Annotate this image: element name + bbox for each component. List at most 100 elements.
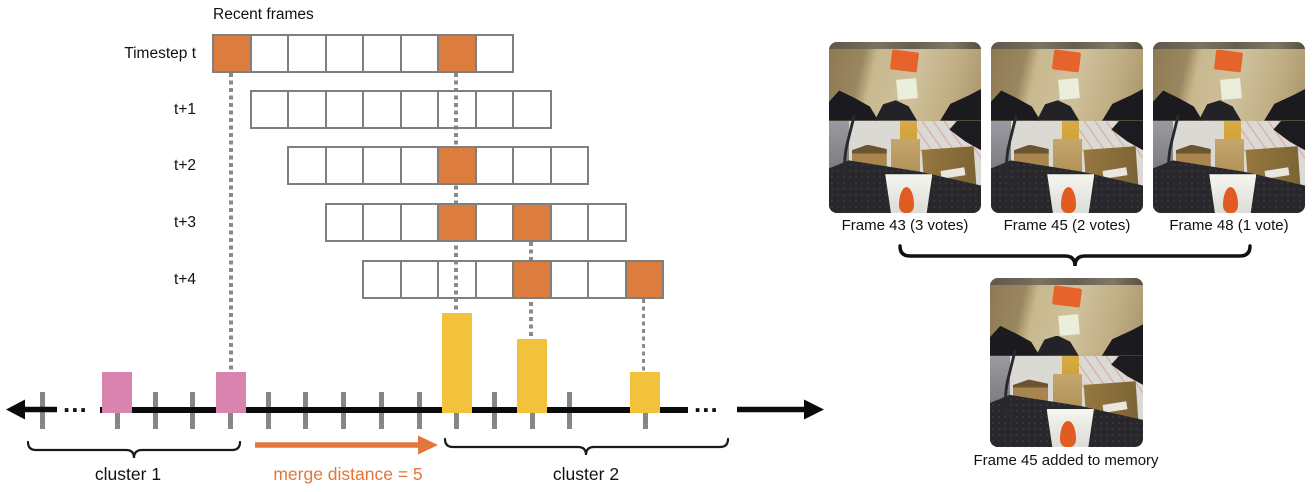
cluster2-brace	[443, 437, 730, 456]
frame-cell-empty	[512, 92, 550, 127]
cluster1-brace	[26, 440, 242, 459]
timeline-left-arrow-icon	[6, 399, 57, 420]
frame-cell-filled	[512, 262, 550, 297]
frame-cell-empty	[587, 205, 625, 240]
frame-cell-empty	[549, 205, 588, 240]
robot-gripper-center	[874, 100, 918, 121]
scene-bottom-camera-view	[991, 114, 1143, 213]
frame-cell-empty	[587, 262, 625, 297]
timeline-ellipsis-left: ...	[63, 388, 88, 418]
frame-cell-empty	[249, 36, 288, 71]
timeline-line	[100, 407, 688, 413]
dotted-connector-1	[454, 73, 458, 313]
dotted-connector-3	[641, 299, 645, 372]
robot-gripper-right	[1102, 88, 1143, 121]
white-note	[896, 78, 918, 101]
frame-cell-empty	[512, 148, 550, 183]
cluster1-label: cluster 1	[94, 464, 162, 484]
frame-48-caption: Frame 48 (1 vote)	[1169, 217, 1289, 234]
frame-cell-empty	[362, 148, 400, 183]
frame-cell-empty	[474, 148, 513, 183]
orange-target-square	[1051, 285, 1082, 309]
robot-gripper-right	[1264, 88, 1305, 121]
frame-cell-empty	[324, 92, 363, 127]
frame-cell-empty	[474, 36, 513, 71]
merge-distance-label: merge distance = 5	[273, 464, 423, 484]
frame-row-3	[324, 203, 627, 242]
orange-cone	[1222, 187, 1239, 213]
scene-top-glare	[1153, 42, 1305, 50]
scene-top-glare	[829, 42, 981, 50]
orange-target-square	[1052, 49, 1082, 73]
timeline-right-arrow-icon	[737, 399, 824, 420]
frame-43-caption: Frame 43 (3 votes)	[841, 217, 969, 234]
frame-cell-filled	[214, 36, 250, 71]
frame-43-thumbnail	[829, 42, 981, 213]
frame-cell-filled	[437, 36, 475, 71]
frame-cell-filled	[437, 148, 475, 183]
frame-cell-empty	[327, 205, 363, 240]
frame-cell-filled	[624, 262, 662, 297]
frame-cell-filled	[512, 205, 550, 240]
frame-45-thumbnail	[991, 42, 1143, 213]
frame-cell-empty	[362, 205, 400, 240]
frame-row-2	[287, 146, 589, 185]
frame-row-4	[362, 260, 664, 299]
orange-cone	[1060, 187, 1077, 213]
cluster1-vote-bar	[102, 372, 133, 413]
scene-top-camera-view	[991, 42, 1143, 121]
robot-gripper-right	[1101, 324, 1143, 356]
scene-bottom-camera-view	[1153, 114, 1305, 213]
scene-top-camera-view	[1153, 42, 1305, 121]
frame-row-1	[249, 90, 552, 129]
merge-distance-arrow-icon	[255, 435, 438, 455]
timeline-ellipsis-right: ...	[694, 388, 719, 418]
frame-cell-empty	[364, 262, 400, 297]
robot-gripper-center	[1036, 100, 1080, 121]
frame-cell-empty	[252, 92, 288, 127]
frame-cell-empty	[399, 36, 438, 71]
cluster2-vote-bar	[630, 372, 661, 413]
frame-cell-empty	[474, 92, 513, 127]
frame-cell-empty	[287, 92, 325, 127]
row-label-4: t+4	[174, 271, 196, 288]
cluster1-vote-bar	[215, 372, 246, 413]
frame-45-caption: Frame 45 (2 votes)	[1003, 217, 1131, 234]
frame-cell-empty	[362, 92, 400, 127]
white-note	[1220, 78, 1242, 101]
frame-cell-empty	[399, 205, 438, 240]
orange-target-square	[890, 49, 920, 73]
row-label-0: Timestep t	[124, 45, 196, 62]
scene-top-camera-view	[829, 42, 981, 121]
frame-cell-empty	[399, 92, 438, 127]
scene-top-glare	[991, 42, 1143, 50]
row-label-2: t+2	[174, 157, 196, 174]
frame-cell-empty	[474, 262, 513, 297]
scene-top-camera-view	[990, 278, 1143, 356]
frame-cell-empty	[437, 262, 475, 297]
frame-cell-filled	[437, 205, 475, 240]
frame-row-0	[212, 34, 514, 73]
cluster2-vote-bar	[441, 313, 472, 413]
orange-cone	[898, 187, 915, 213]
frame-cell-empty	[362, 36, 400, 71]
white-note	[1058, 78, 1080, 101]
frame-cell-empty	[399, 148, 438, 183]
robot-gripper-right	[940, 88, 981, 121]
robot-gripper-center	[1198, 100, 1242, 121]
frame-cell-empty	[437, 92, 475, 127]
frame-cell-empty	[549, 148, 588, 183]
frame-48-thumbnail	[1153, 42, 1305, 213]
dotted-connector-0	[229, 73, 233, 372]
frame-cell-empty	[287, 36, 325, 71]
row-label-1: t+1	[174, 101, 196, 118]
scene-bottom-camera-view	[829, 114, 981, 213]
scene-top-glare	[990, 278, 1143, 285]
timeline-tick	[39, 391, 45, 429]
memory-frame-thumbnail	[990, 278, 1143, 447]
frame-cell-empty	[324, 148, 363, 183]
row-label-3: t+3	[174, 214, 196, 231]
frame-cell-empty	[289, 148, 325, 183]
white-note	[1058, 313, 1080, 336]
